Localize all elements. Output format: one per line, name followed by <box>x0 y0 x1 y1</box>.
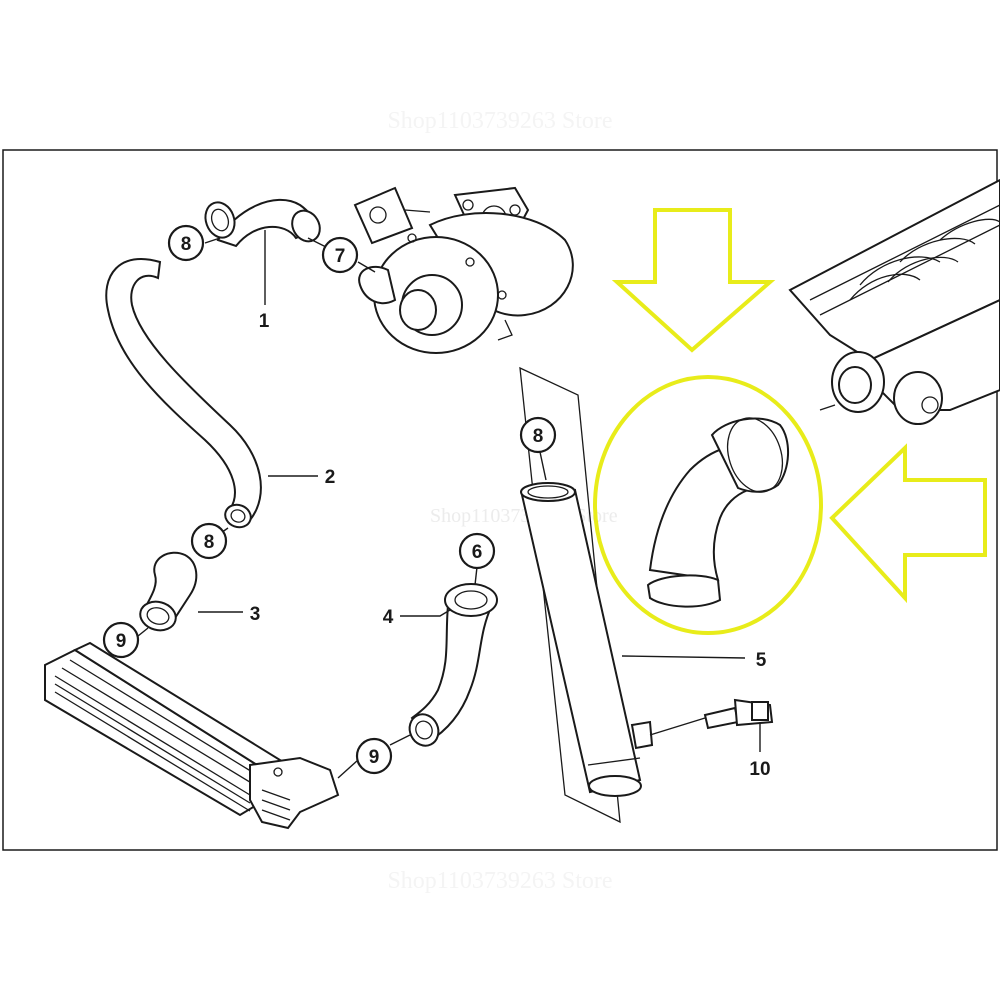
arrow-left-icon <box>829 443 987 604</box>
svg-text:7: 7 <box>335 246 346 267</box>
hose-2 <box>105 257 262 529</box>
svg-text:6: 6 <box>472 542 483 563</box>
highlighted-hose <box>646 417 790 608</box>
label-10: 10 <box>749 759 770 780</box>
svg-text:8: 8 <box>204 532 215 553</box>
svg-text:9: 9 <box>116 631 127 652</box>
diagram-frame <box>2 149 998 851</box>
callout-8-top: 8 <box>167 224 205 262</box>
callout-7: 7 <box>321 236 359 274</box>
svg-text:8: 8 <box>181 234 192 255</box>
intake-manifold <box>788 178 1000 425</box>
label-2: 2 <box>325 467 336 488</box>
arrow-down-icon <box>611 208 776 353</box>
hose-4 <box>408 583 498 747</box>
temperature-sensor <box>703 698 774 730</box>
label-5: 5 <box>756 650 767 671</box>
pipe-5 <box>519 366 654 824</box>
label-3: 3 <box>250 604 261 625</box>
highlight-ellipse <box>593 375 823 635</box>
hose-3 <box>139 551 198 632</box>
hose-1 <box>204 199 321 248</box>
svg-text:9: 9 <box>369 747 380 768</box>
callout-8-pipe: 8 <box>519 416 557 454</box>
callout-9-left: 9 <box>102 621 140 659</box>
callout-6: 6 <box>458 532 496 570</box>
label-1: 1 <box>259 311 270 332</box>
label-4: 4 <box>383 607 394 628</box>
svg-text:8: 8 <box>533 426 544 447</box>
callout-9-bottom: 9 <box>355 737 393 775</box>
turbocharger <box>353 186 574 354</box>
intercooler <box>44 641 340 830</box>
callout-8-mid: 8 <box>190 522 228 560</box>
